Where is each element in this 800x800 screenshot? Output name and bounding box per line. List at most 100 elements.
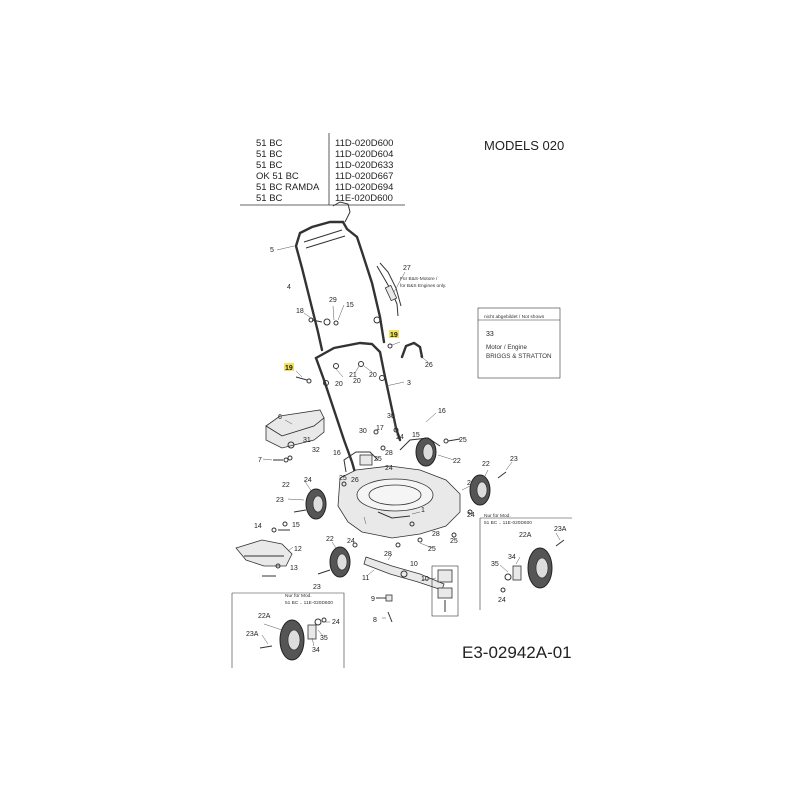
- model-name-5: 51 BC RAMDA: [256, 182, 320, 193]
- model-code-3: 11D-020D633: [335, 160, 394, 171]
- not-shown-header: nicht abgebildet / Not shown: [484, 314, 545, 320]
- part-label: 15: [412, 432, 420, 439]
- part-label: 22: [326, 536, 334, 543]
- part-label: 13: [290, 565, 298, 572]
- cable-clip: [387, 341, 424, 359]
- part-labels: 5 4 27 29 15 18 26 3 21 20 20 20 6 31 32…: [246, 247, 567, 654]
- part-label: 35: [491, 561, 499, 568]
- inset-left: [231, 592, 345, 668]
- part-label: 15: [292, 522, 300, 529]
- part-label: 18: [296, 308, 304, 315]
- part-label-19a: 19: [390, 332, 398, 339]
- part-label: 25: [374, 456, 382, 463]
- model-name-3: 51 BC: [256, 160, 283, 171]
- part-label: 22A: [519, 532, 532, 539]
- part-label: 27: [403, 265, 411, 272]
- part-label: 23: [313, 584, 321, 591]
- throttle-cable: [376, 262, 402, 317]
- wheel-left-front: [329, 546, 351, 578]
- leader-lines: [261, 245, 561, 647]
- part-label: 7: [258, 457, 262, 464]
- part-label: 2: [467, 480, 471, 487]
- discharge-deflector: [235, 539, 293, 567]
- cable-note-line2: for B&S Engines only.: [400, 283, 446, 289]
- highlight-label-19b: 19: [284, 363, 294, 372]
- part-label-19b: 19: [285, 365, 293, 372]
- part-label: 25: [428, 546, 436, 553]
- part-label: 24: [498, 597, 506, 604]
- inset-right-line2: 51 BC .. 11E-020D600: [484, 520, 532, 526]
- part-label: 31: [303, 437, 311, 444]
- part-label: 16: [438, 408, 446, 415]
- part-label: 22: [453, 458, 461, 465]
- part-label: 22: [482, 461, 490, 468]
- part-label: 8: [373, 617, 377, 624]
- part-label: 34: [508, 554, 516, 561]
- model-code-6: 11E-020D600: [335, 193, 393, 204]
- part-label: 35: [320, 635, 328, 642]
- part-label: 9: [371, 596, 375, 603]
- part-label: 5: [270, 247, 274, 254]
- model-name-1: 51 BC: [256, 138, 283, 149]
- part-label: 14: [254, 523, 262, 530]
- wheel-right-rear: [415, 437, 437, 467]
- part-label: 4: [287, 284, 291, 291]
- part-label: 24: [304, 477, 312, 484]
- part-label: 10: [410, 561, 418, 568]
- blade-adapter: [431, 565, 459, 617]
- part-label: 23A: [554, 526, 567, 533]
- part-label: 25: [459, 437, 467, 444]
- part-label: 3: [407, 380, 411, 387]
- part-label: 12: [294, 546, 302, 553]
- inset-right: [479, 517, 572, 610]
- part-label: 20: [353, 378, 361, 385]
- wheel-right-front: [469, 474, 491, 506]
- part-label: 24: [332, 619, 340, 626]
- model-code-5: 11D-020D694: [335, 182, 394, 193]
- part-label: 6: [278, 414, 282, 421]
- part-label: 10: [421, 576, 429, 583]
- not-shown-line1: Motor / Engine: [486, 344, 527, 351]
- models-title: MODELS 020: [484, 138, 565, 153]
- part-label: 28: [432, 531, 440, 538]
- part-label: 32: [312, 447, 320, 454]
- part-label: 23: [510, 456, 518, 463]
- part-label: 24: [467, 512, 475, 519]
- part-label: 28: [384, 551, 392, 558]
- part-label: 33: [486, 331, 494, 338]
- part-label: 26: [425, 362, 433, 369]
- bag-bracket: [265, 409, 325, 463]
- upper-handle: [294, 201, 386, 352]
- model-name-6: 51 BC: [256, 193, 283, 204]
- notes: Für B&S-Motore / for B&S Engines only. n…: [285, 276, 552, 606]
- part-label: 30: [359, 428, 367, 435]
- part-label: 28: [385, 450, 393, 457]
- part-label: 22: [282, 482, 290, 489]
- part-label: 25: [339, 475, 347, 482]
- part-label: 20: [335, 381, 343, 388]
- part-label: 23: [276, 497, 284, 504]
- part-label: 15: [346, 302, 354, 309]
- part-label: 22A: [258, 613, 271, 620]
- inset-left-line2: 51 BC .. 11E-020D600: [285, 600, 333, 606]
- model-name-4: OK 51 BC: [256, 171, 299, 182]
- wheel-bolts: [293, 438, 507, 575]
- part-label: 24: [396, 434, 404, 441]
- part-label: 26: [351, 477, 359, 484]
- wheel-left-rear: [305, 488, 327, 520]
- model-code-2: 11D-020D604: [335, 149, 394, 160]
- part-label: 25: [450, 538, 458, 545]
- cable-note-line1: Für B&S-Motore /: [400, 276, 438, 282]
- part-label: 23A: [246, 631, 259, 638]
- part-label: 24: [347, 538, 355, 545]
- inset-right-line1: Nur für Mod.: [484, 513, 511, 519]
- model-code-1: 11D-020D600: [335, 138, 394, 149]
- part-label: 30: [387, 413, 395, 420]
- model-name-2: 51 BC: [256, 149, 283, 160]
- not-shown-box: [477, 307, 561, 379]
- highlight-label-19a: 19: [389, 330, 399, 339]
- part-label: 11: [362, 575, 369, 582]
- part-label: 34: [312, 647, 320, 654]
- model-table-rules: [240, 133, 405, 206]
